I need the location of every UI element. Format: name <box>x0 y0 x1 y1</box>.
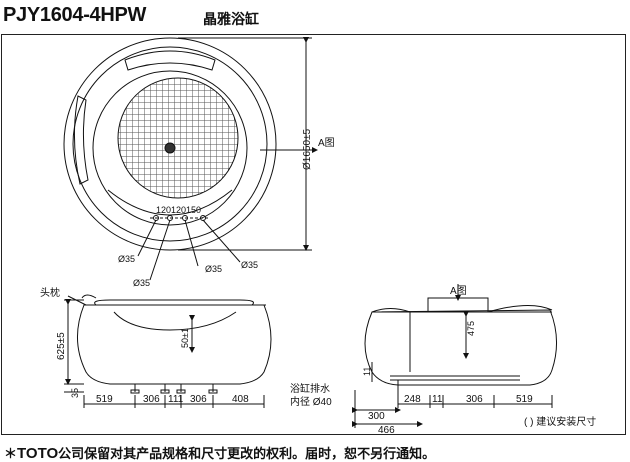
front-headrest <box>81 294 97 299</box>
seat-curve <box>107 189 233 216</box>
front-tub-top <box>94 299 254 306</box>
top-pillow <box>124 50 216 71</box>
diameter-label: Ø1650±5 <box>302 128 313 170</box>
front-view <box>64 294 272 408</box>
side-tub-body <box>364 309 557 386</box>
top-view-marker: A图 <box>318 137 335 149</box>
front-dim-4: 306 <box>190 394 207 405</box>
front-tub-body <box>76 304 272 385</box>
side-view-marker: A图 <box>450 285 467 297</box>
hole-label-2: Ø35 <box>133 278 150 288</box>
front-base-label: 35 <box>70 388 80 398</box>
drain-label-1: 浴缸排水 <box>290 382 330 395</box>
front-inner-line <box>113 311 237 331</box>
front-dim-1: 519 <box>96 394 113 405</box>
headrest-label: 头枕 <box>40 286 60 299</box>
front-dim-3: 111 <box>168 394 184 405</box>
side-dim-1: 248 <box>404 394 421 405</box>
side-left-label: 11 <box>362 367 372 376</box>
drain-center-icon <box>164 142 176 154</box>
tub-outer-rim <box>63 37 277 251</box>
install-note: ( ) 建议安装尺寸 <box>524 415 596 428</box>
drain-label-2: 内径 Ø40 <box>290 395 332 408</box>
side-depth-label: 475 <box>466 321 476 336</box>
non-slip-grid <box>117 77 239 199</box>
side-dim-3: 306 <box>466 394 483 405</box>
side-seat <box>371 308 411 372</box>
footer-brand: TOTO <box>17 445 59 462</box>
side-view <box>352 284 557 428</box>
hole-label-1: Ø35 <box>118 254 135 264</box>
tub-inner-rim <box>72 46 268 242</box>
side-dim-466: 466 <box>378 425 395 436</box>
front-height-label: 625±5 <box>56 332 67 360</box>
product-name: 晶雅浴缸 <box>203 11 259 27</box>
side-rim <box>487 304 553 313</box>
front-dim-5: 408 <box>232 394 249 405</box>
hole-label-4: Ø35 <box>241 260 258 270</box>
hole-spacing-label: 120120150 <box>156 205 201 215</box>
side-dim-300: 300 <box>368 411 385 422</box>
side-dim-2: 11 <box>432 394 443 405</box>
front-inner-label: 50±1 <box>180 328 190 348</box>
footer-note: ＊TOTO公司保留对其产品规格和尺寸更改的权利。届时，恕不另行通知。 <box>4 443 435 462</box>
left-pillow <box>73 95 89 185</box>
front-dim-2: 306 <box>143 394 160 405</box>
footer-star: ＊ <box>4 446 18 461</box>
drawing-frame <box>1 34 626 435</box>
top-view <box>63 37 318 281</box>
side-dim-4: 519 <box>516 394 533 405</box>
tub-basin <box>92 70 248 226</box>
footer-text: 公司保留对其产品规格和尺寸更改的权利。届时，恕不另行通知。 <box>58 446 436 461</box>
side-headrest <box>427 297 489 313</box>
hole-label-3: Ø35 <box>205 264 222 274</box>
model-title: PJY1604-4HPW <box>3 4 147 26</box>
